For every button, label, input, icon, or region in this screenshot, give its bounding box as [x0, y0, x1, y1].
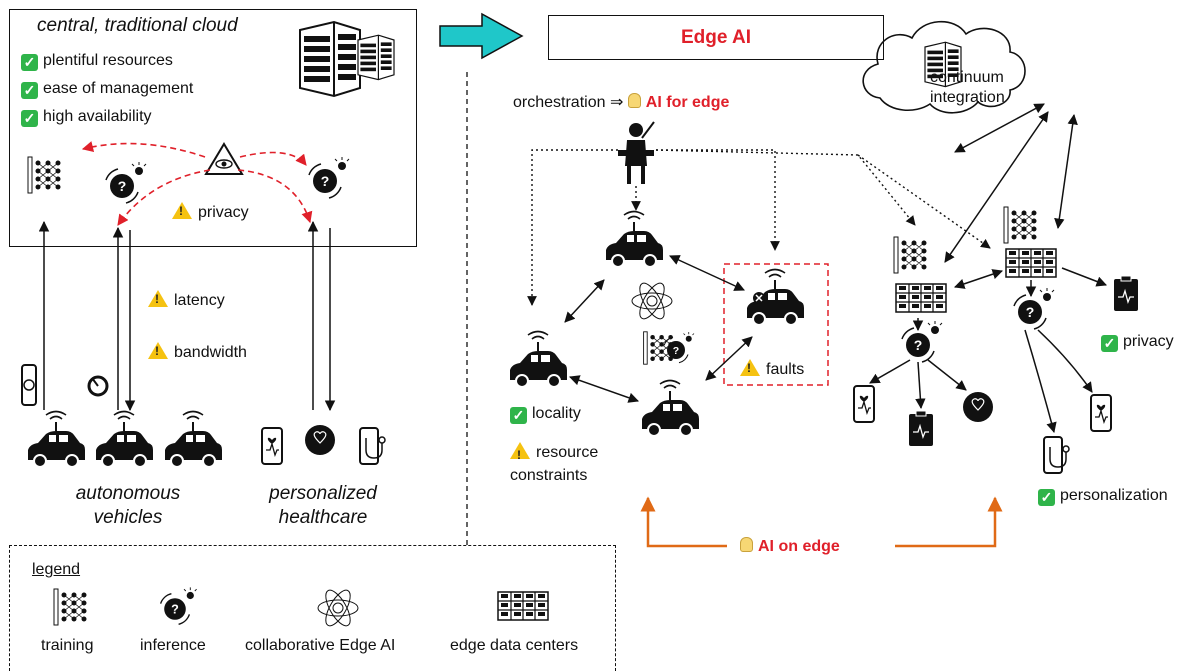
heart-icon: [304, 424, 336, 456]
check-icon: ✓: [1038, 489, 1055, 506]
benefit-item: ✓high availability: [21, 108, 152, 127]
stethoscope-phone-icon: [359, 427, 386, 465]
ai-on-edge-arrow-right: [895, 496, 1003, 548]
cloud-box: [9, 9, 417, 247]
clipboard-icon: [1113, 275, 1139, 312]
locality-label: ✓locality: [510, 405, 581, 424]
car-icon: [641, 379, 700, 437]
speedometer-icon: [87, 375, 109, 397]
edge-data-center-icon: [895, 283, 947, 313]
inference-icon: [1013, 287, 1055, 330]
privacy-warning: privacy: [172, 202, 249, 222]
lightbulb-icon: [740, 537, 753, 552]
legend-collaborative-label: collaborative Edge AI: [245, 637, 396, 654]
warning-icon: [510, 442, 530, 467]
benefit-item: ✓ease of management: [21, 80, 193, 99]
edge-ai-title-box: Edge AI: [548, 15, 884, 60]
car-icon: [509, 330, 568, 388]
sensor-icon: [21, 364, 37, 406]
check-icon: ✓: [510, 407, 527, 424]
faults-box: [723, 263, 829, 386]
check-icon: ✓: [21, 82, 38, 99]
eye-icon: [204, 142, 244, 175]
benefit-item: ✓plentiful resources: [21, 52, 173, 71]
lightbulb-icon: [627, 93, 641, 108]
legend-box: [9, 545, 616, 671]
warning-icon: [740, 359, 760, 376]
warning-icon: [172, 202, 192, 219]
car-icon: [605, 210, 664, 268]
ai-on-edge-label: AI on edge: [740, 537, 840, 556]
atom-icon: [631, 279, 673, 323]
privacy-check: ✓privacy: [1101, 333, 1174, 352]
faulty-car-icon: [746, 268, 805, 326]
edge-data-center-icon: [1005, 248, 1057, 278]
legend-inference-label: inference: [140, 637, 206, 654]
phone-icon: [853, 385, 875, 423]
check-icon: ✓: [1101, 335, 1118, 352]
warning-icon: [148, 342, 168, 359]
latency-warning: latency: [148, 290, 225, 310]
car-icon: [95, 410, 154, 468]
legend-training-label: training: [41, 637, 94, 654]
cloud-title: central, traditional cloud: [37, 15, 238, 36]
car-icon: [164, 410, 223, 468]
conductor-icon: [618, 121, 655, 184]
faults-warning: faults: [740, 359, 804, 379]
edge-ai-title: Edge AI: [680, 26, 752, 48]
bandwidth-warning: bandwidth: [148, 342, 247, 362]
warning-icon: [148, 290, 168, 307]
neural-network-icon: [893, 236, 927, 274]
clipboard-icon: [908, 410, 934, 447]
stethoscope-phone-icon: [1043, 436, 1070, 474]
car-icon: [27, 410, 86, 468]
personalization-check: ✓personalization: [1038, 487, 1168, 506]
phone-icon: [261, 427, 283, 465]
inference-icon: [901, 320, 943, 363]
ai-on-edge-arrow-left: [640, 496, 727, 548]
orchestration-label: orchestration ⇒ AI for edge: [513, 93, 730, 111]
phone-icon: [1090, 394, 1112, 432]
transition-arrow: [439, 12, 524, 60]
legend-edge-data-centers-label: edge data centers: [450, 637, 579, 654]
legend-title: legend: [32, 561, 81, 578]
check-icon: ✓: [21, 54, 38, 71]
heart-icon: [962, 391, 994, 423]
neural-network-icon: [1003, 206, 1037, 244]
check-icon: ✓: [21, 110, 38, 127]
